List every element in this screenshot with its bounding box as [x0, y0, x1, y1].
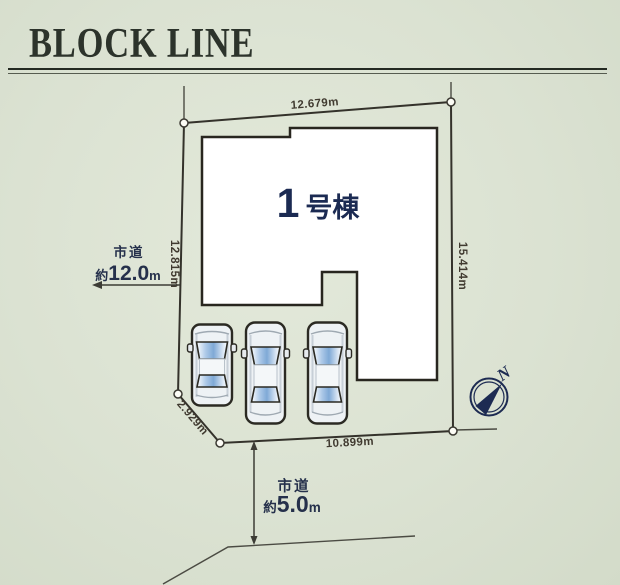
car-icon [240, 321, 291, 425]
page-title: BLOCK LINE [29, 21, 255, 67]
road-label-left: 市道 [114, 244, 145, 260]
dimension-bottom: 10.899m [325, 436, 374, 451]
plot-outline [176, 100, 455, 445]
dimension-left: 12.815m [168, 240, 180, 288]
house-outline [200, 126, 439, 382]
car-icon [186, 323, 238, 407]
boundary-extension-right [454, 428, 498, 431]
compass-north-icon: N [469, 362, 515, 417]
arrowhead-left-icon [92, 281, 102, 289]
vertex-marker [179, 118, 189, 128]
title-underline [8, 68, 607, 74]
compass-north-label: N [492, 362, 514, 386]
road-width-bottom: 約5.0m [263, 491, 321, 517]
vertex-marker [446, 97, 456, 107]
vertex-marker [215, 438, 225, 448]
road-label-bottom: 市道 [278, 477, 311, 495]
road-width-left: 約12.0m [95, 262, 160, 285]
dimension-right: 15.414m [456, 242, 468, 290]
arrowhead-down-icon [250, 536, 258, 545]
car-icon [302, 321, 353, 425]
dimension-top: 12.679m [290, 96, 339, 112]
road-line-bottom [162, 535, 416, 585]
arrowhead-up-icon [250, 441, 258, 450]
vertex-marker [173, 389, 183, 399]
vertex-marker [448, 426, 458, 436]
